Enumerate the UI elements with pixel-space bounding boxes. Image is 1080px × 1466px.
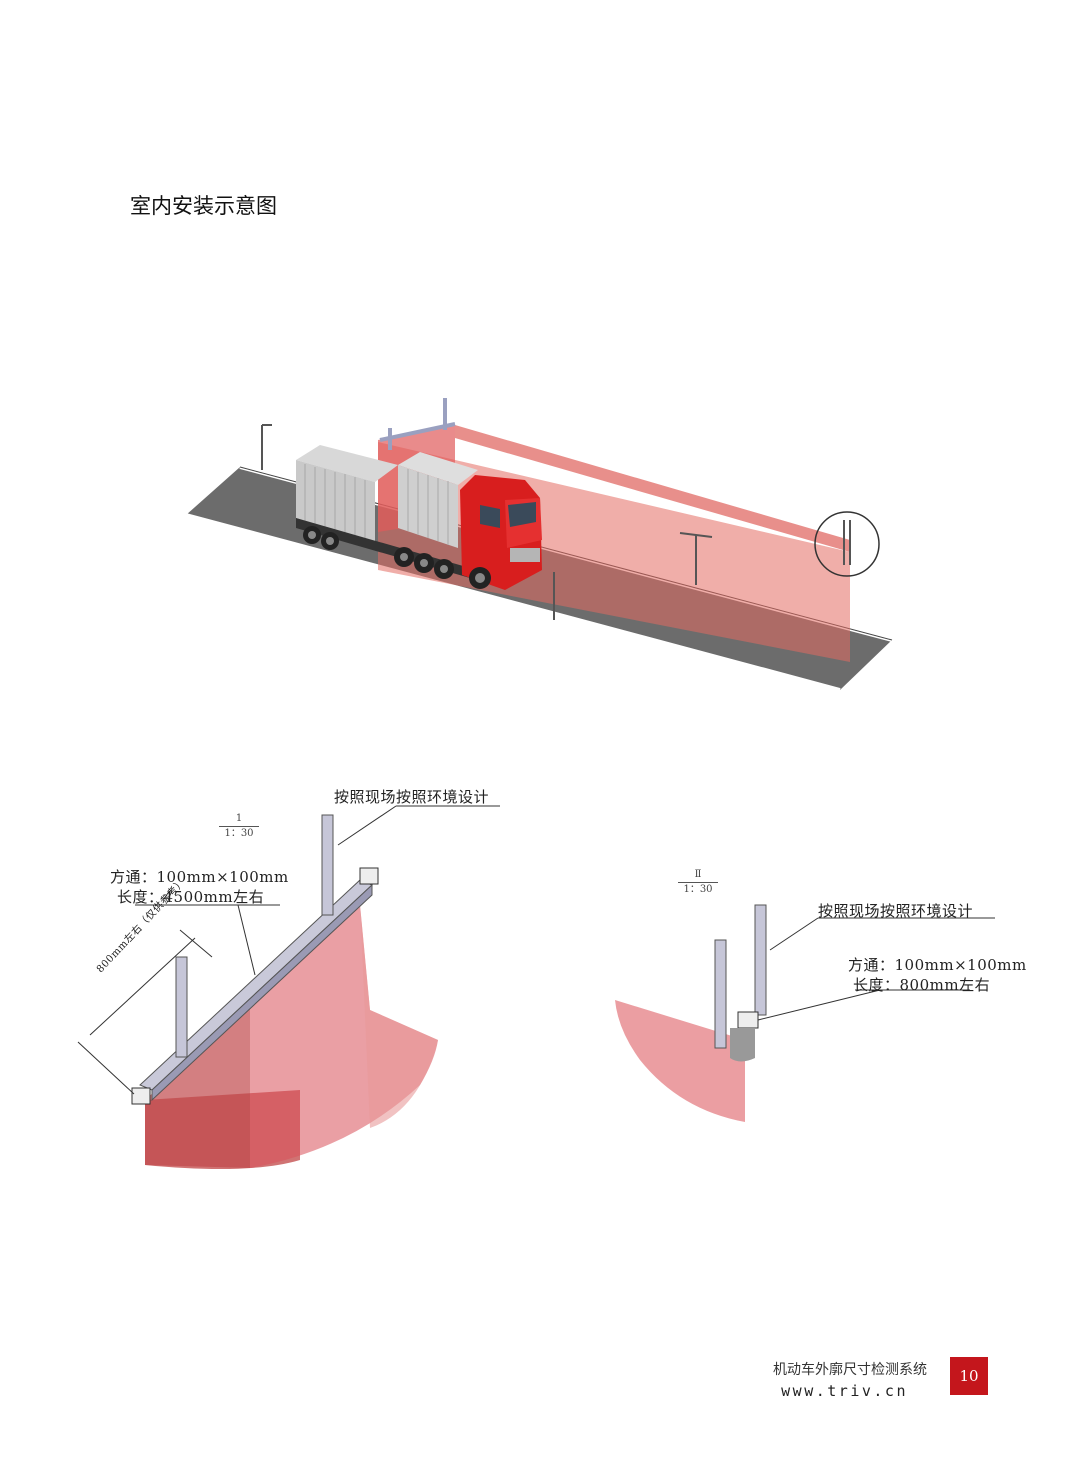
right-scale-ratio: 1：30 [683, 884, 713, 895]
detail-circle [814, 511, 880, 577]
left-scale-mark: 1 1：30 [219, 812, 259, 841]
left-length-spec: 长度：4500mm左右 [117, 888, 265, 906]
page-number-badge: 10 [950, 1357, 988, 1395]
footer-product-name: 机动车外廓尺寸检测系统 [773, 1362, 927, 1378]
right-scale-mark: Ⅱ 1：30 [678, 868, 718, 897]
sensor-poles [261, 424, 851, 620]
right-length-spec: 长度：800mm左右 [853, 976, 991, 994]
left-design-note: 按照现场按照环境设计 [334, 788, 490, 806]
footer-website: www.triv.cn [781, 1382, 908, 1400]
right-scale-number: Ⅱ [678, 868, 718, 883]
page-title: 室内安装示意图 [130, 194, 277, 218]
right-detail-drawing [615, 904, 995, 1122]
right-tube-spec: 方通：100mm×100mm [848, 956, 1027, 974]
left-scale-number: 1 [219, 812, 259, 827]
overhead-gantry [379, 398, 456, 450]
right-design-note: 按照现场按照环境设计 [818, 902, 974, 920]
left-tube-spec: 方通：100mm×100mm [110, 868, 289, 886]
truck [296, 445, 542, 590]
left-detail-drawing [77, 805, 500, 1169]
left-scale-ratio: 1：30 [224, 828, 254, 839]
